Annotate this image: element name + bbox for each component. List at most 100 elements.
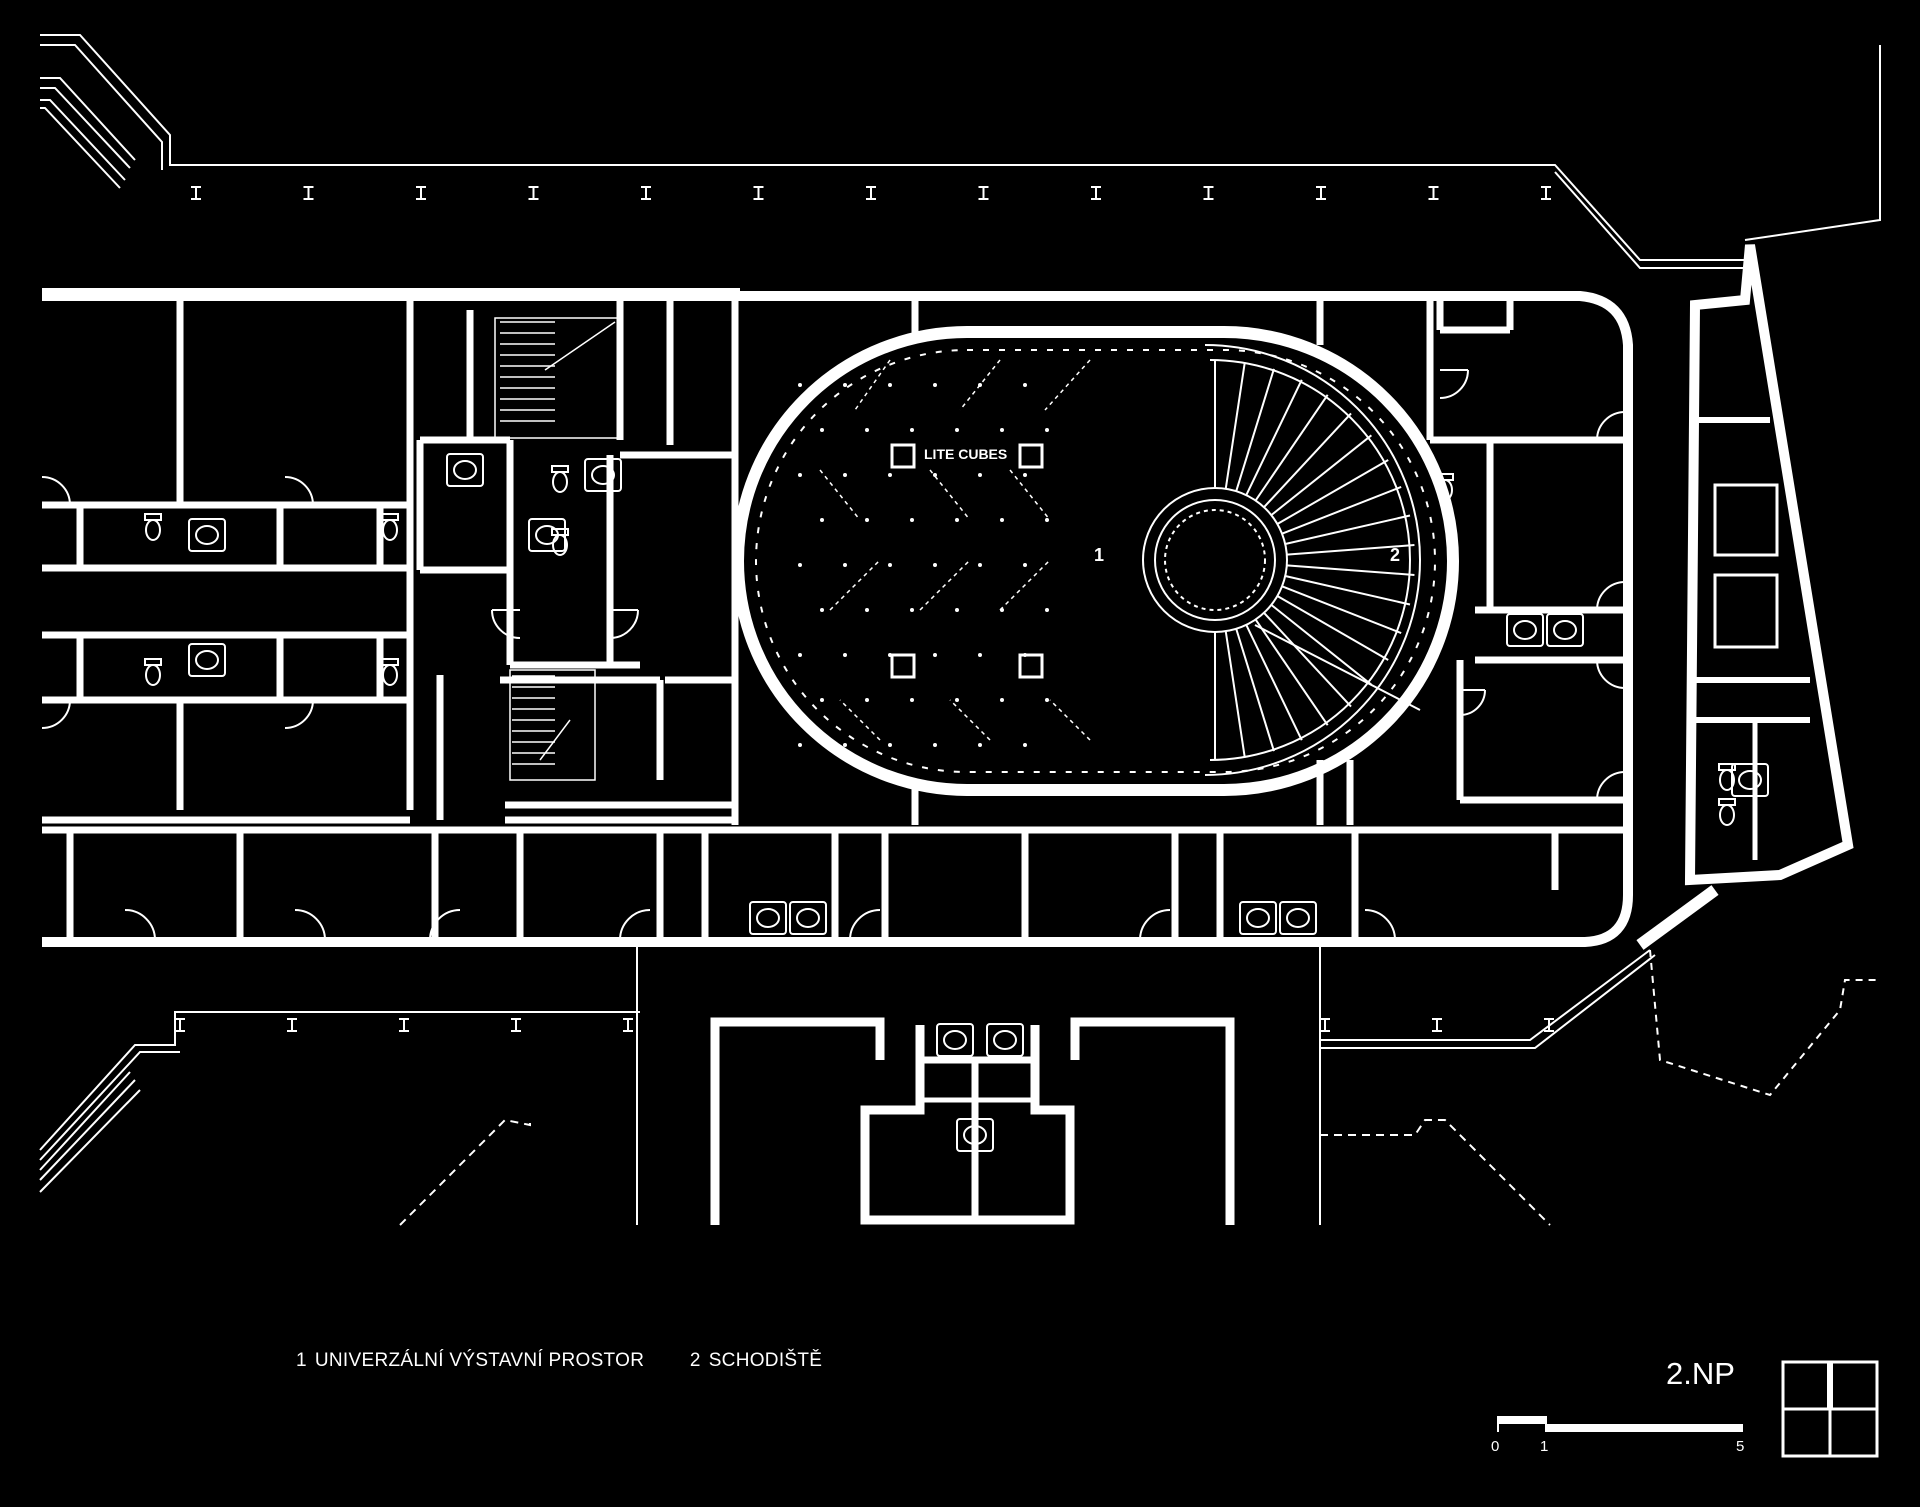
scale-tick-5: 5	[1736, 1438, 1745, 1455]
door-swing-icon	[609, 609, 639, 639]
light-point	[1023, 563, 1027, 567]
lite-cube-icons	[890, 443, 1044, 679]
light-point	[1023, 743, 1027, 747]
door-swing-icon	[1139, 909, 1171, 941]
light-point	[955, 428, 959, 432]
door-swing-icon	[41, 699, 71, 729]
door-swing-icon	[619, 909, 651, 941]
stair-tread	[1245, 379, 1303, 496]
toilet-icon	[381, 658, 399, 686]
right-annex	[1636, 244, 1880, 1097]
light-point	[865, 608, 869, 612]
spiral-staircase-icon	[1142, 344, 1421, 776]
light-point	[798, 743, 802, 747]
light-point	[843, 473, 847, 477]
column-markers	[175, 186, 1554, 1032]
door-swing-icon	[1596, 411, 1626, 441]
light-point	[865, 518, 869, 522]
light-point	[865, 428, 869, 432]
light-point	[978, 743, 982, 747]
column-icon	[528, 186, 539, 200]
column-icon	[641, 186, 651, 200]
column-icon	[175, 1018, 185, 1032]
column-icon	[191, 186, 201, 200]
light-track	[999, 559, 1051, 611]
stair-tread	[1281, 585, 1402, 634]
light-point	[910, 428, 914, 432]
door-swing-icon	[284, 699, 314, 729]
stair-tread	[1284, 514, 1411, 545]
exhibition-hall	[732, 326, 1459, 796]
stair-tread	[1284, 575, 1411, 606]
stair-tread	[1281, 486, 1402, 535]
door-swing-icon	[429, 909, 461, 941]
light-point	[955, 698, 959, 702]
sink-icon	[749, 901, 787, 935]
toilet-icon	[144, 658, 162, 686]
stair-tread	[1235, 368, 1275, 492]
light-point	[1045, 428, 1049, 432]
scale-tick-1: 1	[1540, 1438, 1549, 1455]
stair-tread	[1286, 564, 1415, 576]
light-point	[1045, 608, 1049, 612]
stair-tread	[1235, 628, 1275, 752]
light-point	[910, 518, 914, 522]
light-track	[839, 699, 881, 741]
stair-tread	[1276, 459, 1389, 525]
core-staircases	[494, 317, 621, 781]
door-swing-icon	[1596, 659, 1626, 689]
door-swing-icon	[1439, 369, 1469, 399]
toilet-icon	[551, 465, 569, 493]
light-point	[798, 383, 802, 387]
door-swing-icon	[1596, 581, 1626, 611]
light-point	[820, 428, 824, 432]
sink-icon	[188, 643, 226, 677]
scale-bar-icon	[1497, 1416, 1743, 1432]
light-point	[798, 653, 802, 657]
sink-icon	[986, 1023, 1024, 1057]
stair-tread	[1276, 595, 1389, 661]
column-icon	[416, 186, 426, 200]
light-point	[955, 608, 959, 612]
light-point	[933, 653, 937, 657]
light-track	[929, 469, 971, 521]
door-swing-icon	[491, 609, 521, 639]
sink-icon	[1731, 763, 1769, 797]
light-point	[978, 473, 982, 477]
light-point	[888, 743, 892, 747]
light-point	[933, 743, 937, 747]
column-icon	[511, 1018, 521, 1032]
sink-icon	[528, 518, 566, 552]
column-icon	[399, 1018, 409, 1032]
stair-tread	[1263, 612, 1352, 708]
door-swing-icon	[1364, 909, 1396, 941]
sink-icon	[936, 1023, 974, 1057]
lite-cubes-label: LITE CUBES	[924, 446, 1008, 462]
toilet-icon	[144, 513, 162, 541]
light-point	[1023, 383, 1027, 387]
upper-street-edge	[40, 34, 1881, 269]
light-point	[978, 653, 982, 657]
sink-icon	[188, 518, 226, 552]
lower-street-edge	[39, 949, 1656, 1193]
stair-tread	[1254, 618, 1329, 726]
light-point	[798, 563, 802, 567]
toilet-icon	[551, 528, 569, 556]
light-point	[820, 518, 824, 522]
sanitary-fixtures	[144, 453, 1769, 1152]
light-point	[1000, 428, 1004, 432]
door-swing-icon	[1459, 689, 1486, 716]
stair-tread	[1286, 544, 1415, 556]
building-walls	[42, 288, 1633, 947]
light-point	[798, 473, 802, 477]
door-swing-icon	[1596, 771, 1626, 801]
column-icon	[978, 186, 989, 200]
toilet-icon	[381, 513, 399, 541]
column-icon	[1091, 186, 1101, 200]
light-point	[1045, 518, 1049, 522]
door-swing-icon	[41, 476, 71, 506]
column-icon	[1428, 186, 1439, 200]
